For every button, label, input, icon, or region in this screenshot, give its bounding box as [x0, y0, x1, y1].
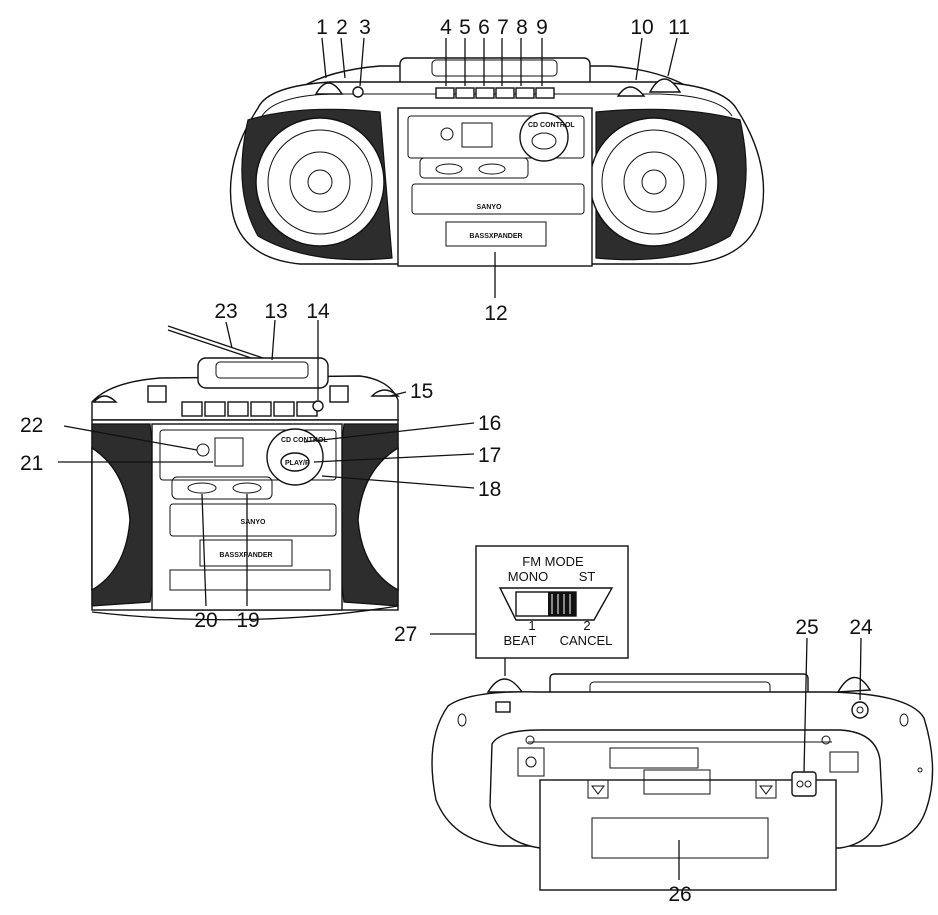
callout-8: 8: [516, 16, 528, 39]
bassxpander-front: BASSXPANDER: [469, 233, 522, 240]
brand-front: SANYO: [477, 204, 502, 211]
callout-19: 19: [236, 609, 259, 632]
callout-12: 12: [484, 302, 507, 325]
callout-17: 17: [478, 444, 501, 467]
switch-title: FM MODE: [522, 554, 584, 569]
callout-14: 14: [306, 300, 330, 323]
callout-24: 24: [849, 616, 873, 639]
callout-10: 10: [630, 16, 653, 39]
callout-21: 21: [20, 452, 43, 475]
switch-pos-2: 2: [583, 618, 590, 633]
callout-26: 26: [668, 883, 691, 906]
callout-23: 23: [214, 300, 237, 323]
rear-callouts: 25 24 26: [668, 616, 873, 906]
play-label: PLAY/P: [285, 460, 310, 467]
callout-13: 13: [264, 300, 287, 323]
brand-closeup: SANYO: [241, 519, 266, 526]
callout-27: 27: [394, 623, 417, 646]
callout-25: 25: [795, 616, 818, 639]
callout-16: 16: [478, 412, 501, 435]
bassxpander-closeup: BASSXPANDER: [219, 552, 272, 559]
front-callouts: 1 2 3 4 5 6 7 8 9 10 11 12: [316, 16, 690, 325]
callout-1: 1: [316, 16, 328, 39]
callout-3: 3: [359, 16, 371, 39]
callout-22: 22: [20, 414, 43, 437]
callout-9: 9: [536, 16, 548, 39]
rear-view: [431, 673, 934, 891]
callout-18: 18: [478, 478, 501, 501]
fm-mode-switch-inset: FM MODE MONO ST 1 2 BEAT CANCEL 27: [394, 545, 629, 676]
svg-text:CD CONTROL: CD CONTROL: [281, 437, 328, 444]
callout-15: 15: [410, 380, 433, 403]
switch-pos-1: 1: [528, 618, 535, 633]
front-view: CD CONTROL SANYO BASSXPANDER: [229, 57, 765, 267]
switch-cancel: CANCEL: [560, 633, 613, 648]
callout-2: 2: [336, 16, 348, 39]
switch-mono: MONO: [508, 569, 548, 584]
switch-beat: BEAT: [504, 633, 537, 648]
callout-7: 7: [497, 16, 509, 39]
closeup-view: CD CONTROL PLAY/P SANYO BASSXPANDER: [91, 325, 400, 621]
callout-4: 4: [440, 16, 452, 39]
switch-st: ST: [579, 569, 596, 584]
callout-5: 5: [459, 16, 471, 39]
callout-6: 6: [478, 16, 490, 39]
svg-text:CD CONTROL: CD CONTROL: [528, 122, 575, 129]
closeup-callouts: 23 13 14 15 16 17 18 22 21 20 19: [20, 300, 501, 632]
callout-11: 11: [668, 16, 690, 39]
callout-20: 20: [194, 609, 217, 632]
